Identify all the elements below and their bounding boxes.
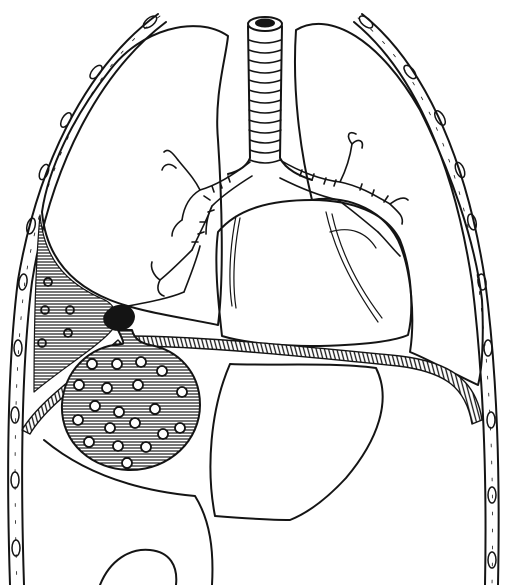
heart-icon xyxy=(230,212,382,322)
trachea-icon xyxy=(256,20,274,27)
heart xyxy=(216,200,411,346)
chest-wall-right xyxy=(354,14,499,585)
trachea xyxy=(228,17,312,180)
bronchi-icon xyxy=(128,133,408,306)
rib-icon xyxy=(357,14,496,568)
trachea-rings xyxy=(249,40,281,163)
liver xyxy=(210,364,382,520)
left-lung xyxy=(295,24,483,385)
